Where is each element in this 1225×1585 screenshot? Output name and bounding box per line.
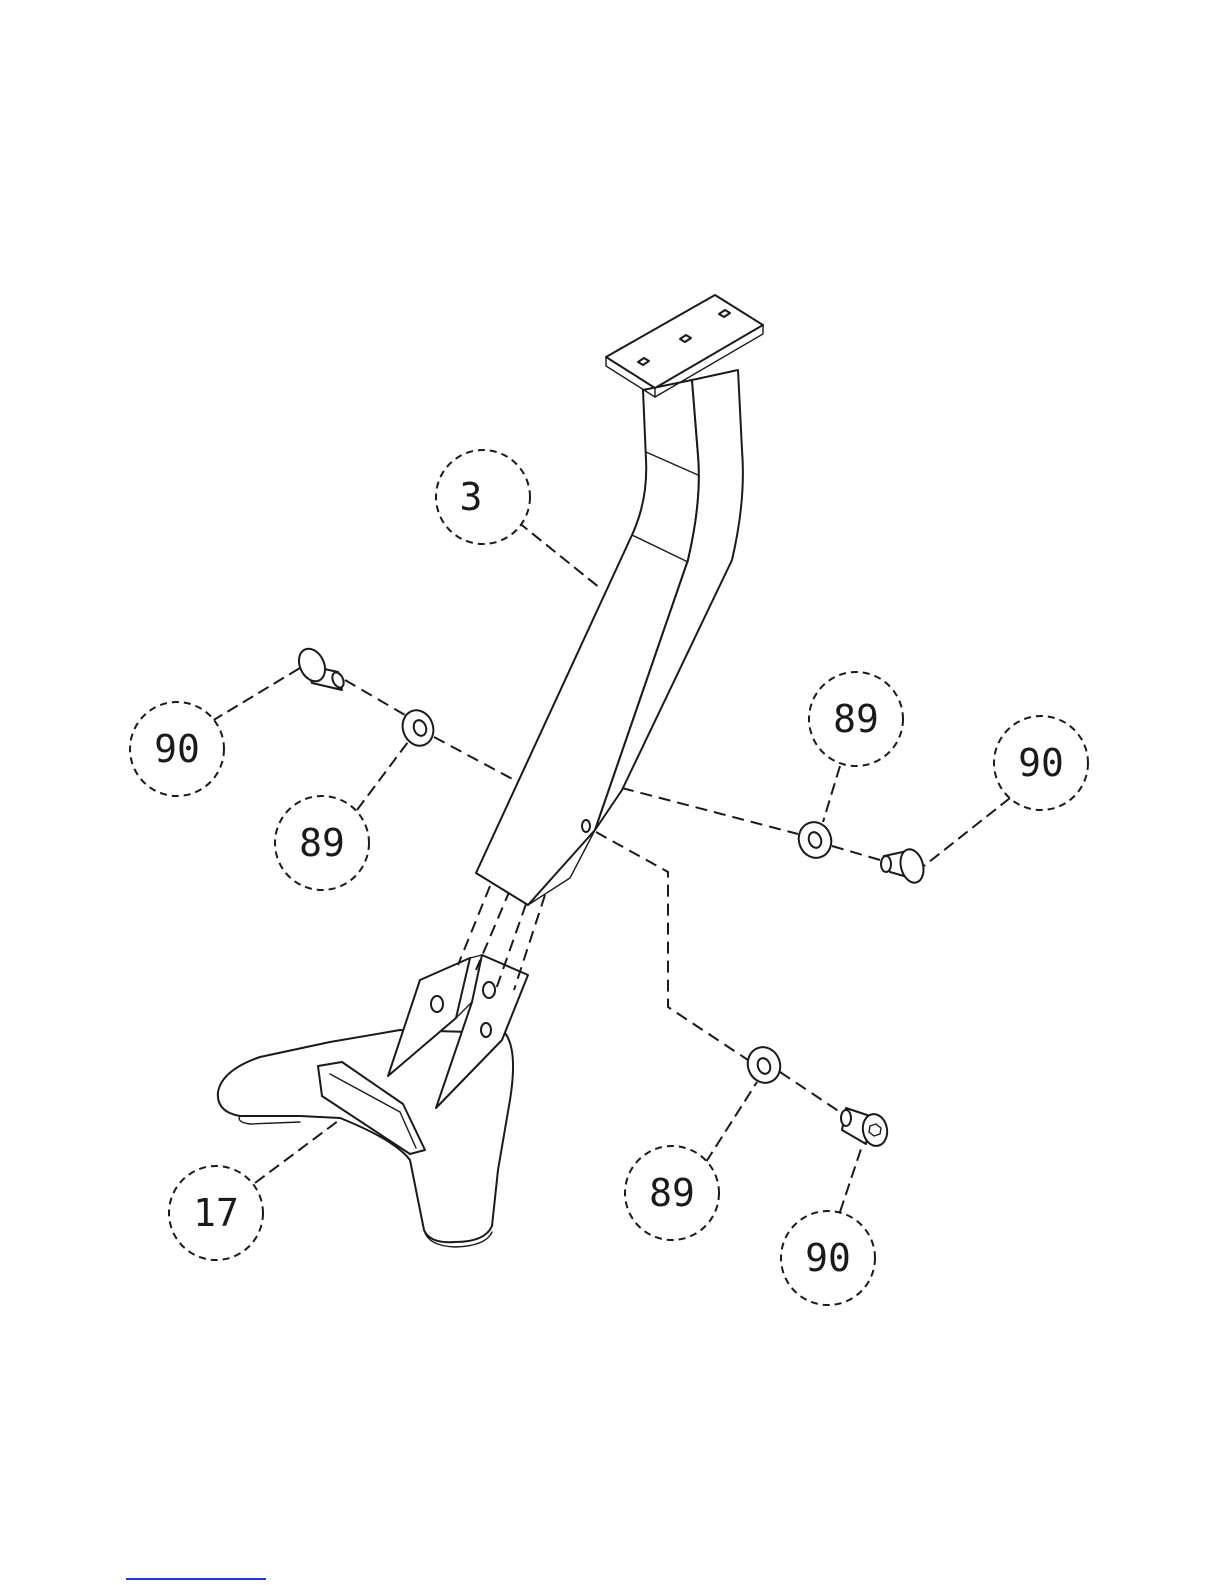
washer-right-part-89 bbox=[794, 818, 836, 863]
balloon-label: 89 bbox=[299, 821, 345, 865]
washer-left-part-89 bbox=[398, 706, 439, 750]
balloon-part-17: 17 bbox=[169, 1166, 263, 1260]
balloon-part-90-bottom: 90 bbox=[781, 1211, 875, 1305]
bolt-left-part-90 bbox=[294, 645, 346, 690]
balloon-label: 90 bbox=[1018, 741, 1064, 785]
tube-pin-hole bbox=[582, 820, 590, 832]
balloon-part-89-bottom: 89 bbox=[625, 1146, 719, 1240]
footer-link-underline[interactable] bbox=[126, 1578, 266, 1580]
balloon-label: 89 bbox=[649, 1171, 695, 1215]
gusset-hole bbox=[483, 982, 495, 998]
balloon-label: 3 bbox=[460, 475, 483, 519]
bolt-right-part-90 bbox=[881, 847, 927, 886]
balloon-part-90-left: 90 bbox=[130, 702, 224, 796]
balloon-part-3: 3 bbox=[436, 450, 530, 544]
washer-bottom-part-89 bbox=[743, 1043, 785, 1088]
balloon-label: 90 bbox=[154, 727, 200, 771]
balloon-part-89-right: 89 bbox=[809, 672, 903, 766]
foot-base-part-17 bbox=[218, 955, 528, 1247]
gusset-hole bbox=[481, 1023, 491, 1037]
bolt-bottom-part-90 bbox=[841, 1108, 890, 1148]
balloon-part-89-left: 89 bbox=[275, 796, 369, 890]
gusset-hole bbox=[431, 996, 443, 1012]
balloon-label: 90 bbox=[805, 1236, 851, 1280]
balloon-part-90-right: 90 bbox=[994, 716, 1088, 810]
balloon-label: 17 bbox=[193, 1191, 239, 1235]
balloon-label: 89 bbox=[833, 697, 879, 741]
